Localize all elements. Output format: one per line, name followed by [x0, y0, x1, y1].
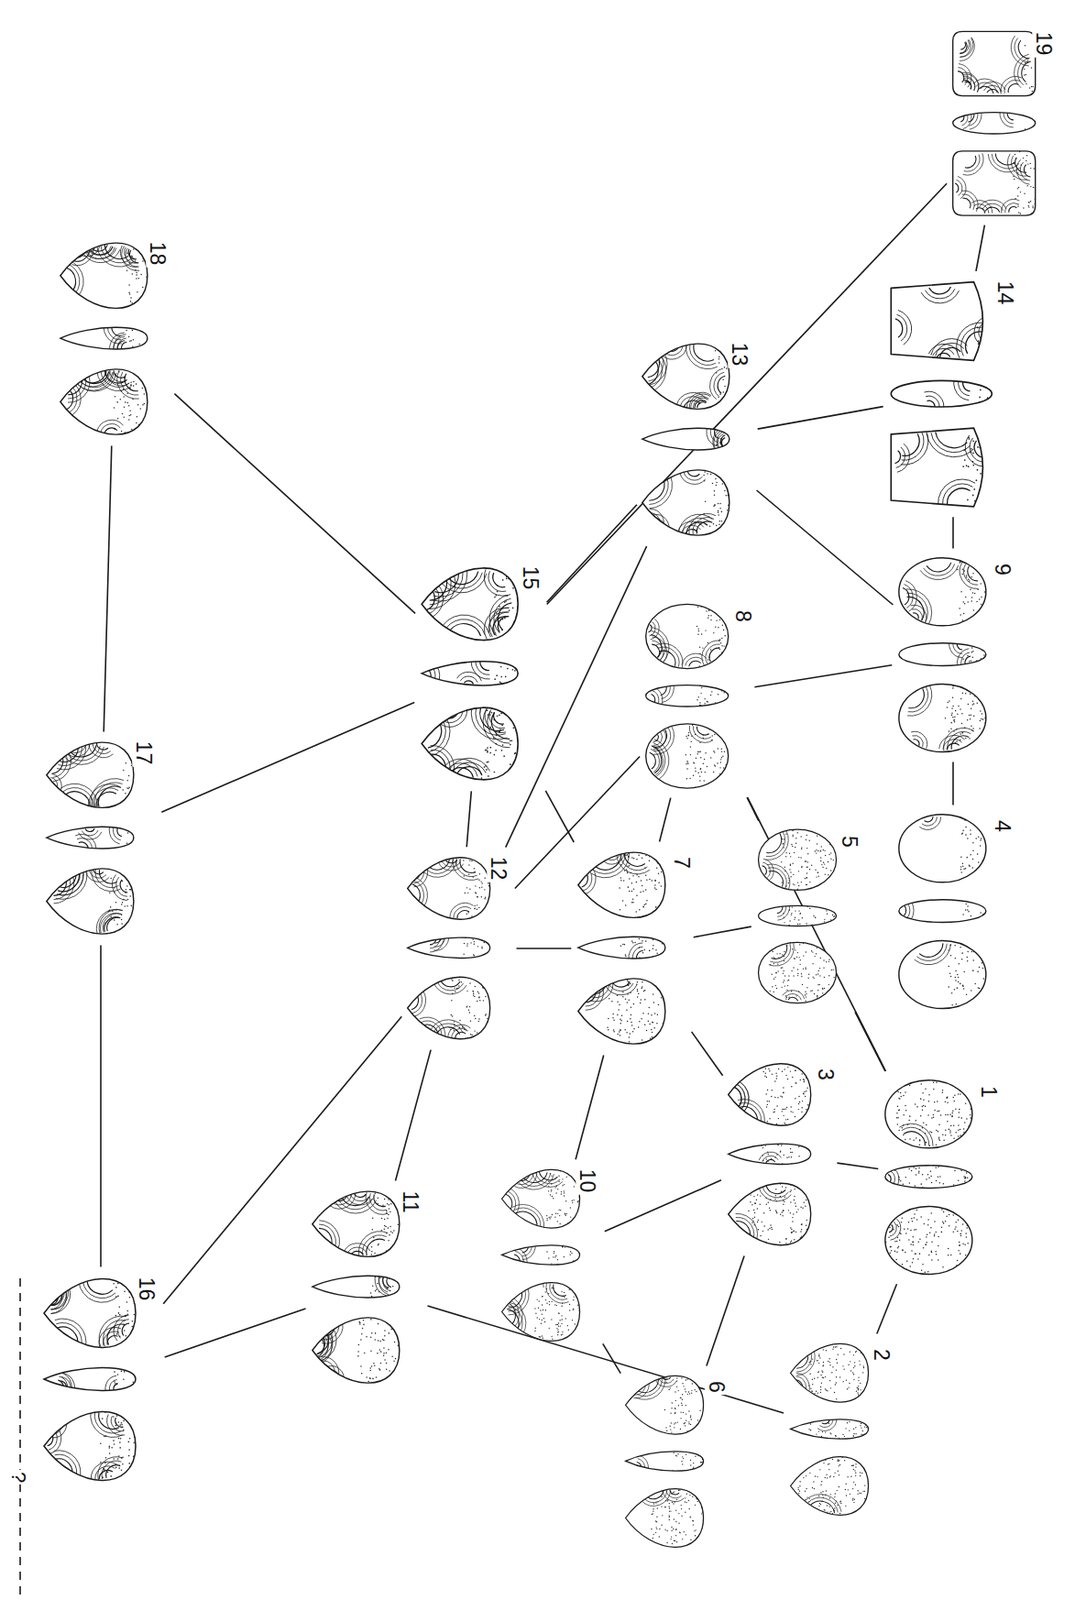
callout-number: 5: [837, 833, 861, 850]
artifact-node: 8: [643, 599, 751, 794]
callout-number: 9: [990, 561, 1014, 578]
callout-number: 11: [398, 1189, 422, 1216]
artifact-node: 1: [882, 1075, 997, 1280]
artifact-drawing: [643, 599, 751, 794]
callout-number: 16: [135, 1274, 159, 1303]
connector-line: [466, 790, 472, 847]
artifact-node: 18: [57, 236, 172, 441]
artifact-node: 7: [575, 845, 690, 1051]
callout-number: 14: [993, 278, 1017, 307]
connector-line: [164, 1308, 307, 1358]
callout-number: 3: [813, 1066, 837, 1083]
connector-line: [952, 516, 955, 549]
connector-line: [545, 790, 574, 843]
callout-number: 2: [869, 1347, 893, 1363]
artifact-node: 17: [43, 735, 158, 941]
connector-line: [174, 394, 416, 615]
artifact-drawing: [41, 1272, 161, 1488]
artifact-drawing: [896, 552, 1010, 757]
artifact-node: 4: [896, 809, 1010, 1014]
connector-line: [99, 945, 102, 1268]
artifact-drawing: [418, 560, 545, 788]
connector-line: [747, 797, 887, 1072]
callout-number: 19: [1031, 30, 1055, 58]
connector-line: [659, 798, 671, 843]
callout-number: 7: [669, 855, 693, 871]
artifact-node: 10: [499, 1163, 602, 1348]
connector-line: [103, 446, 112, 733]
artifact-drawing: [639, 337, 754, 542]
connector-line: [547, 504, 637, 604]
artifact-node: 11: [309, 1184, 424, 1390]
artifact-node: 19: [950, 26, 1058, 221]
callout-number: 18: [145, 240, 169, 268]
artifact-drawing: [756, 824, 858, 1009]
artifact-drawing: [575, 845, 690, 1051]
connector-line: [163, 1016, 402, 1305]
artifact-node: 13: [639, 337, 754, 542]
artifact-drawing: [623, 1370, 725, 1554]
artifact-drawing: [43, 735, 158, 941]
artifact-drawing: [725, 1057, 834, 1252]
artifact-node: 2: [788, 1338, 890, 1522]
connector-line: [855, 1011, 886, 1072]
artifact-node: 5: [756, 824, 858, 1009]
artifact-node: 9: [896, 552, 1010, 757]
artifact-drawing: [788, 1338, 890, 1522]
artifact-drawing: [896, 809, 1010, 1014]
callout-number: 8: [731, 608, 755, 625]
connector-line: [505, 546, 648, 848]
artifact-drawing: [309, 1184, 424, 1390]
artifact-drawing: [888, 275, 1020, 514]
artifact-node: 12: [405, 851, 513, 1046]
dashed-line: [19, 1278, 22, 1595]
connector-line: [604, 1180, 722, 1232]
connector-line: [756, 490, 894, 605]
connector-line: [836, 1162, 878, 1169]
connector-line: [754, 665, 892, 688]
connector-line: [427, 1305, 785, 1414]
artifact-node: 16: [41, 1272, 161, 1488]
connector-line: [706, 1256, 745, 1367]
artifact-drawing: [57, 236, 172, 441]
connector-line: [547, 183, 947, 604]
artifact-node: 15: [418, 560, 545, 788]
connector-line: [693, 926, 752, 938]
connector-line: [161, 702, 415, 813]
connector-line: [757, 406, 884, 430]
callout-number: 15: [518, 563, 542, 592]
connector-line: [516, 947, 572, 950]
connector-line: [603, 1343, 621, 1373]
artifact-drawing: [882, 1075, 997, 1280]
callout-number: 13: [727, 340, 751, 369]
artifact-node: 3: [725, 1057, 834, 1252]
connector-line: [575, 1055, 604, 1161]
connector-line: [691, 1031, 724, 1076]
callout-number: 4: [990, 818, 1014, 834]
callout-number: 12: [486, 855, 510, 883]
artifact-node: 14: [888, 275, 1020, 514]
connector-line: [877, 1283, 898, 1334]
artifact-node: 6: [623, 1370, 725, 1554]
question-mark: ?: [7, 1469, 30, 1485]
connector-line: [952, 762, 955, 806]
callout-number: 10: [575, 1167, 599, 1196]
callout-number: 6: [704, 1379, 728, 1395]
callout-number: 1: [976, 1084, 1000, 1100]
connector-line: [976, 225, 985, 272]
callout-number: 17: [131, 739, 155, 768]
connector-line: [395, 1050, 432, 1182]
